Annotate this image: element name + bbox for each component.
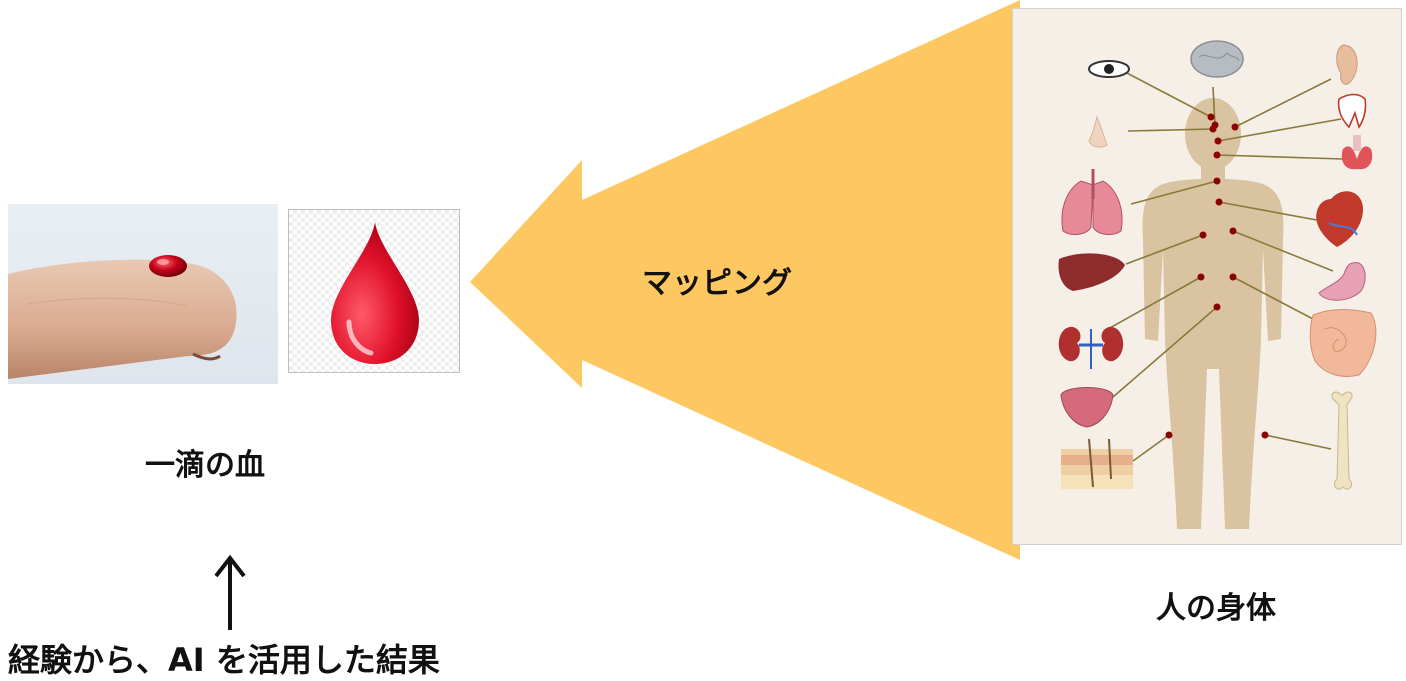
ai-result-caption: 経験から、AI を活用した結果 [8, 641, 440, 679]
thyroid-icon [1341, 135, 1373, 170]
tooth-icon [1337, 93, 1367, 129]
blood-drop-label: 一滴の血 [145, 448, 265, 483]
kidney-icon [1058, 326, 1124, 369]
mapping-label: マッピング [642, 266, 792, 301]
blood-drop-tile [288, 209, 460, 373]
body-organ-chart [1012, 8, 1402, 545]
ear-icon [1336, 44, 1358, 85]
intestine-icon [1309, 309, 1377, 377]
heart-icon [1316, 191, 1363, 247]
finger-blood-photo [8, 204, 278, 384]
bladder-icon [1060, 387, 1114, 428]
liver-icon [1058, 253, 1125, 291]
lungs-icon [1061, 169, 1123, 235]
arrow-up-icon [214, 554, 246, 630]
brain-icon [1190, 40, 1244, 78]
eye-icon [1088, 60, 1130, 78]
bone-icon [1331, 391, 1353, 490]
finger-icon [8, 255, 237, 379]
blood-drop-on-finger [149, 255, 187, 277]
human-body-label: 人の身体 [1156, 591, 1276, 626]
blood-drop-icon [331, 222, 419, 364]
skin-icon [1061, 438, 1133, 489]
nose-icon [1088, 115, 1108, 148]
mapping-arrow [470, 0, 1020, 560]
stomach-icon [1318, 262, 1366, 301]
human-body-icon [1058, 40, 1377, 529]
